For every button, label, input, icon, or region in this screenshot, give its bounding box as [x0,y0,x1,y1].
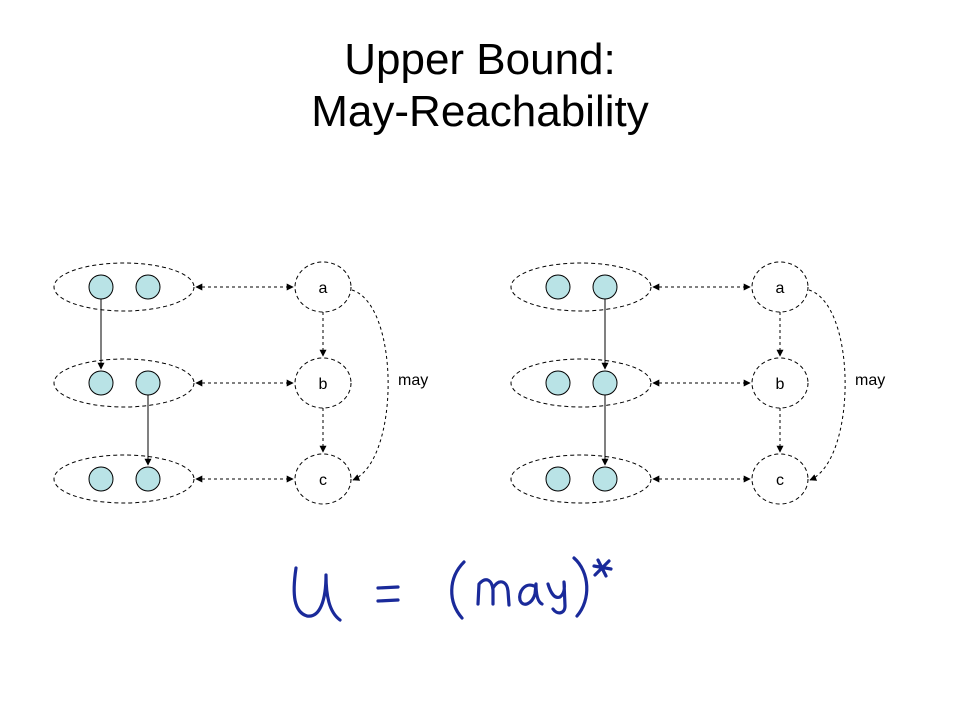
object-circle [592,370,618,396]
object-circle [545,274,571,300]
group-ellipse-middle [510,358,652,408]
handwritten-y [546,580,567,615]
diagram-left: a b c may [53,261,428,505]
object-circle [592,466,618,492]
node-label-c: c [776,472,784,489]
object-circle [135,370,161,396]
handwritten-equals-top [376,585,400,590]
handwritten-asterisk [592,558,613,578]
object-circle [545,466,571,492]
group-ellipse-bottom [53,454,195,504]
may-label: may [398,372,428,389]
object-circle [88,370,114,396]
handwritten-m [476,578,511,607]
object-circle [135,274,161,300]
node-label-a: a [776,280,785,297]
may-edge [351,289,389,481]
slide-title: Upper Bound: May-Reachability [0,34,960,138]
abstract-node-b [294,357,352,409]
node-label-b: b [319,376,328,393]
object-circle [592,274,618,300]
handwritten-formula [292,556,613,622]
object-circle [88,466,114,492]
object-circle [545,370,571,396]
object-circle [88,274,114,300]
abstract-node-b [751,357,809,409]
group-ellipse-middle [53,358,195,408]
handwritten-open-paren [450,560,466,620]
abstract-node-a [294,261,352,313]
node-label-a: a [319,280,328,297]
node-label-c: c [319,472,327,489]
group-ellipse-top [53,262,195,312]
abstract-node-a [751,261,809,313]
handwritten-a [518,582,544,606]
may-edge [808,289,846,481]
handwritten-close-paren [572,556,589,618]
group-ellipse-top [510,262,652,312]
diagram-right: a b c may [510,261,885,505]
group-ellipse-bottom [510,454,652,504]
abstract-node-c [294,453,352,505]
abstract-node-c [751,453,809,505]
title-line-1: Upper Bound: [344,35,616,84]
node-label-b: b [776,376,785,393]
handwritten-U [292,566,342,622]
object-circle [135,466,161,492]
handwritten-equals-bottom [376,598,400,603]
may-label: may [855,372,885,389]
title-line-2: May-Reachability [311,87,649,136]
